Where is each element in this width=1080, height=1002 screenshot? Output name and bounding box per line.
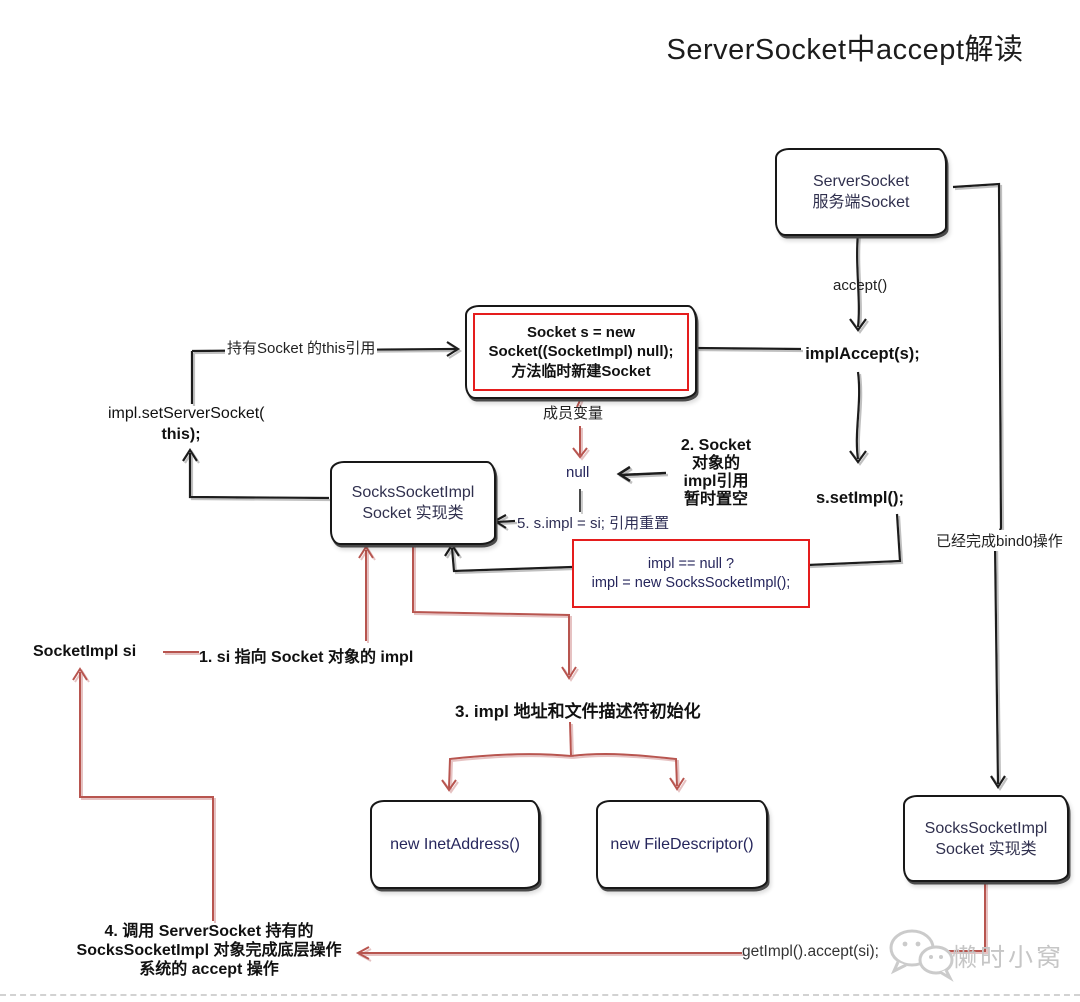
watermark-name: 懒时小窝: [952, 944, 1065, 972]
label-reset-ref: 5. s.impl = si; 引用重置: [517, 515, 670, 532]
label-bind0-done: 已经完成bind0操作: [934, 530, 1065, 551]
note-4-line3: 系统的 accept 操作: [139, 961, 279, 978]
box-server-socket: ServerSocket 服务端Socket: [775, 148, 947, 236]
branch-note3: [569, 721, 572, 757]
box-socket-new-line2: Socket((SocketImpl) null);: [488, 343, 674, 361]
note-4-line1: 4. 调用 ServerSocket 持有的: [104, 923, 314, 940]
red-connectors: [72, 395, 986, 960]
label-member-var: 成员变量: [543, 405, 604, 422]
box-socket-new: Socket s = new Socket((SocketImpl) null)…: [465, 305, 697, 399]
label-socket-impl-si: SocketImpl si: [33, 643, 137, 660]
wechat-icon: [884, 926, 956, 987]
box-inet-address-label: new InetAddress(): [390, 836, 520, 853]
note-2-line2: 对象的: [691, 455, 740, 472]
arrow-socksimpl-to-this: [188, 453, 330, 500]
box-socks-impl-left-line1: SocksSocketImpl: [351, 484, 475, 501]
box-socket-new-line3: 方法临时新建Socket: [511, 362, 651, 380]
box-server-socket-line2: 服务端Socket: [812, 194, 910, 211]
box-null-check: impl == null ? impl = new SocksSocketImp…: [572, 539, 810, 608]
box-inet-address: new InetAddress(): [370, 800, 540, 889]
box-file-descriptor-label: new FileDescriptor(): [610, 836, 754, 853]
arrow-to-inetaddress: [448, 753, 572, 789]
label-set-server-socket-l1: impl.setServerSocket(: [108, 405, 265, 422]
box-null-check-line2: impl = new SocksSocketImpl();: [591, 574, 791, 591]
note-2-line1: 2. Socket: [680, 437, 752, 454]
note-2: 2. Socket 对象的 impl引用 暂时置空: [660, 437, 772, 509]
note-3: 3. impl 地址和文件描述符初始化: [455, 702, 701, 721]
arrow-socksimpl-to-note3: [412, 542, 570, 675]
label-null-value: null: [566, 464, 590, 481]
line-setimpl-to-nullcheck: [807, 513, 902, 567]
box-server-socket-line1: ServerSocket: [812, 173, 910, 190]
label-accept-call: accept(): [833, 277, 888, 294]
label-impl-accept: implAccept(s);: [805, 345, 920, 363]
red-highlight-border: Socket s = new Socket((SocketImpl) null)…: [473, 313, 689, 391]
arrow-implaccept-to-setimpl: [855, 371, 861, 460]
note-2-line4: 暂时置空: [683, 491, 748, 508]
box-null-check-line1: impl == null ?: [647, 555, 735, 572]
label-set-impl: s.setImpl();: [815, 489, 904, 507]
note-4: 4. 调用 ServerSocket 持有的 SocksSocketImpl 对…: [60, 922, 358, 979]
line-socketbox-to-implaccept: [692, 346, 802, 351]
box-socket-new-line1: Socket s = new: [527, 323, 635, 341]
box-socks-impl-right: SocksSocketImpl Socket 实现类: [903, 795, 1069, 882]
label-set-server-socket-l2: this);: [161, 426, 201, 443]
arrow-accept: [856, 232, 860, 328]
arrow-note4-to-si: [79, 672, 214, 921]
arrow-nullcheck-to-socksimpl: [450, 547, 573, 573]
box-socks-impl-right-line1: SocksSocketImpl: [924, 819, 1048, 837]
arrow-to-filedescriptor: [570, 753, 678, 787]
note-4-line2: SocksSocketImpl 对象完成底层操作: [76, 942, 342, 959]
diagram-title: ServerSocket中accept解读: [666, 34, 1024, 66]
box-socks-impl-left: SocksSocketImpl Socket 实现类: [330, 461, 496, 545]
label-get-impl-accept: getImpl().accept(si);: [742, 943, 879, 960]
arrow-resetref-to-box: [496, 519, 516, 524]
arrow-note2-to-null: [620, 471, 667, 477]
box-socks-impl-left-line2: Socket 实现类: [362, 505, 464, 522]
arrow-bind0-line: [952, 182, 1003, 785]
bottom-dashed-border: [0, 994, 1080, 996]
note-1: 1. si 指向 Socket 对象的 impl: [199, 649, 414, 666]
box-file-descriptor: new FileDescriptor(): [596, 800, 768, 889]
note-2-line3: impl引用: [683, 473, 749, 490]
box-socks-impl-right-line2: Socket 实现类: [935, 840, 1037, 858]
label-this-ref-line: 持有Socket 的this引用: [225, 337, 378, 358]
